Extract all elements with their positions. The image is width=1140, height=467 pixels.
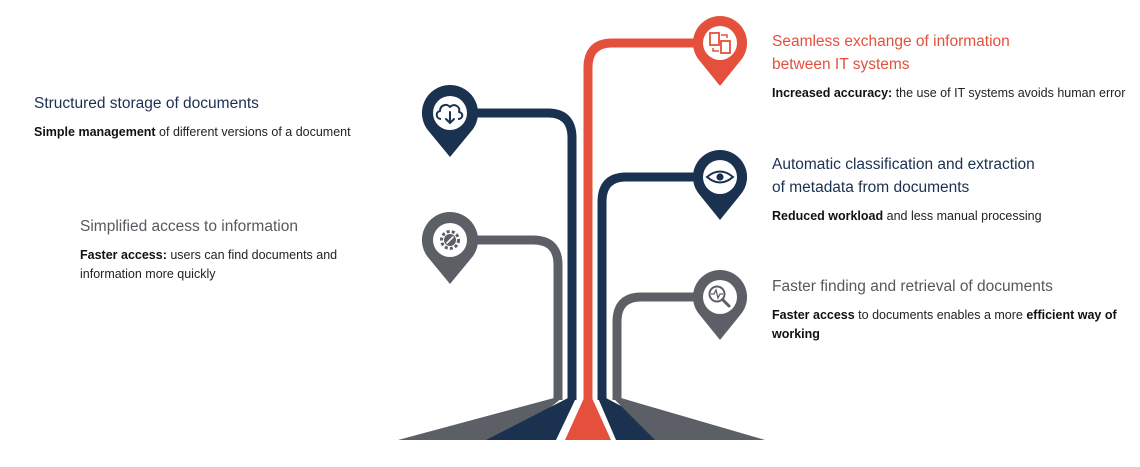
pin-retrieval (692, 269, 748, 340)
item-description-bold: Reduced workload (772, 209, 884, 223)
item-description: Simple management of different versions … (34, 123, 414, 142)
document-exchange-icon (709, 32, 731, 54)
branch-red-center (583, 38, 720, 400)
pin-classification (692, 149, 748, 220)
item-description-text: users can find documents and information… (80, 248, 338, 281)
item-description: Faster access to documents enables a mor… (772, 306, 1122, 344)
item-description-bold: Increased accuracy: (772, 86, 893, 100)
item-title: Faster finding and retrieval of document… (772, 278, 1053, 295)
item-description-text: of different versions of a document (155, 125, 351, 139)
gear-icon (440, 230, 460, 250)
item-description-text: the use of IT systems avoids human error (892, 86, 1126, 100)
root-navy-left (486, 398, 576, 440)
item-title: Seamless exchange of information between… (772, 30, 1132, 76)
item-description-text: to documents enables a more (854, 308, 1027, 322)
item-title: Simplified access to information (80, 218, 298, 235)
pin-access (421, 211, 479, 284)
item-title: Structured storage of documents (34, 95, 259, 112)
branch-navy-right (597, 172, 720, 400)
item-description-bold: Faster access: (80, 248, 167, 262)
item-classification: Automatic classification and extraction … (772, 153, 1132, 226)
pin-exchange (692, 15, 748, 86)
item-description: Faster access: users can find documents … (80, 246, 385, 284)
pin-storage (421, 84, 479, 157)
item-description: Increased accuracy: the use of IT system… (772, 84, 1132, 103)
eye-icon (705, 170, 735, 184)
root-gray-right (613, 398, 765, 440)
item-access: Simplified access to information Faster … (80, 215, 385, 284)
item-exchange: Seamless exchange of information between… (772, 30, 1132, 103)
magnifier-pulse-icon (708, 285, 731, 308)
item-title-line2: of metadata from documents (772, 179, 970, 196)
root-red-center (565, 398, 611, 440)
branch-navy-left (450, 108, 577, 400)
cloud-download-icon (435, 103, 464, 125)
item-title-line1: Seamless exchange of information (772, 33, 1010, 50)
item-description-bold: Faster access (772, 308, 855, 322)
item-description-bold: Simple management (34, 125, 156, 139)
item-retrieval: Faster finding and retrieval of document… (772, 275, 1122, 344)
item-storage: Structured storage of documents Simple m… (34, 92, 414, 142)
item-description-bold-2: efficient way of working (772, 308, 1117, 341)
item-title-line1: Automatic classification and extraction (772, 156, 1035, 173)
branch-gray-left (450, 235, 563, 400)
item-title-line2: between IT systems (772, 56, 910, 73)
item-title: Automatic classification and extraction … (772, 153, 1132, 199)
branch-gray-right (612, 292, 720, 400)
item-description-text: and less manual processing (883, 209, 1042, 223)
item-description: Reduced workload and less manual process… (772, 207, 1132, 226)
